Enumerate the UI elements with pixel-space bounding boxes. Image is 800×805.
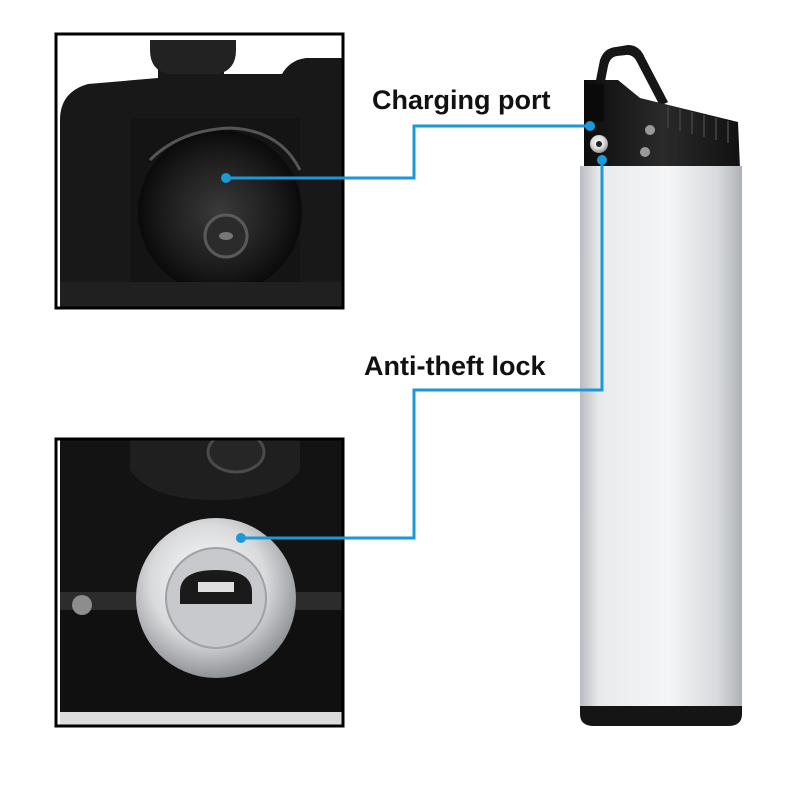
- charging-port-callout-line: [226, 124, 590, 180]
- anti-theft-lock-label: Anti-theft lock: [364, 351, 546, 381]
- screw-icon: [72, 595, 92, 615]
- anti-theft-lock-inset: [54, 437, 345, 728]
- anti-theft-lock-callout-line: [241, 160, 604, 540]
- screw-icon: [645, 125, 655, 135]
- inset-border: [54, 437, 345, 728]
- inset-border: [54, 32, 345, 310]
- cap-ribs: [667, 106, 729, 143]
- charging-port-label: Charging port: [372, 85, 551, 115]
- screw-icon: [640, 147, 650, 157]
- battery-pack: [580, 45, 742, 726]
- battery-body: [580, 166, 742, 710]
- callout-dots: [221, 121, 607, 543]
- battery-bottom-cap: [580, 706, 742, 726]
- battery-cap: [584, 80, 740, 168]
- charging-port-icon: [584, 84, 604, 122]
- charging-port-icon: [138, 130, 302, 294]
- callout-lines: [226, 124, 604, 540]
- charging-port-inset: [54, 32, 345, 310]
